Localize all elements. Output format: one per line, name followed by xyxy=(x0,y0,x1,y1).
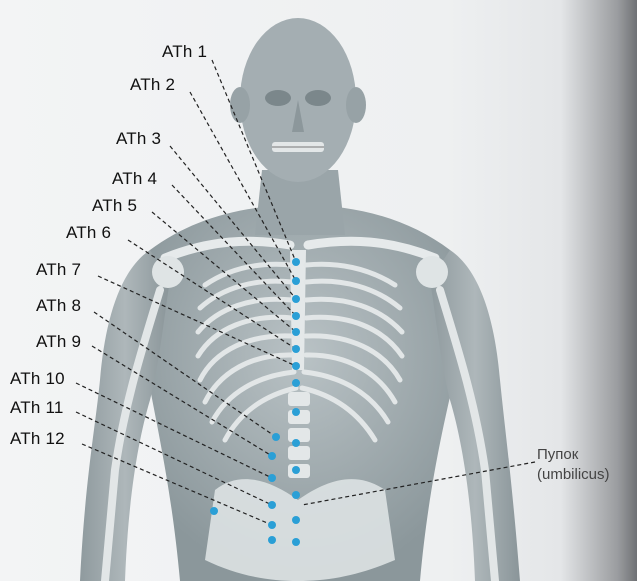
label-ath-6: ATh 6 xyxy=(66,224,111,241)
right-ear xyxy=(346,87,366,123)
label-ath-2: ATh 2 xyxy=(130,76,175,93)
navel-label-ru: Пупок xyxy=(537,445,610,465)
label-ath-1: ATh 1 xyxy=(162,43,207,60)
label-ath-10: ATh 10 xyxy=(10,370,65,387)
label-ath-7: ATh 7 xyxy=(36,261,81,278)
label-ath-4: ATh 4 xyxy=(112,170,157,187)
label-ath-5: ATh 5 xyxy=(92,197,137,214)
navel-label: Пупок (umbilicus) xyxy=(537,445,610,484)
left-ear xyxy=(230,87,250,123)
navel-label-lat: (umbilicus) xyxy=(537,465,610,485)
label-ath-11: ATh 11 xyxy=(10,399,64,416)
label-ath-3: ATh 3 xyxy=(116,130,161,147)
label-ath-12: ATh 12 xyxy=(10,430,65,447)
label-ath-9: ATh 9 xyxy=(36,333,81,350)
label-ath-8: ATh 8 xyxy=(36,297,81,314)
